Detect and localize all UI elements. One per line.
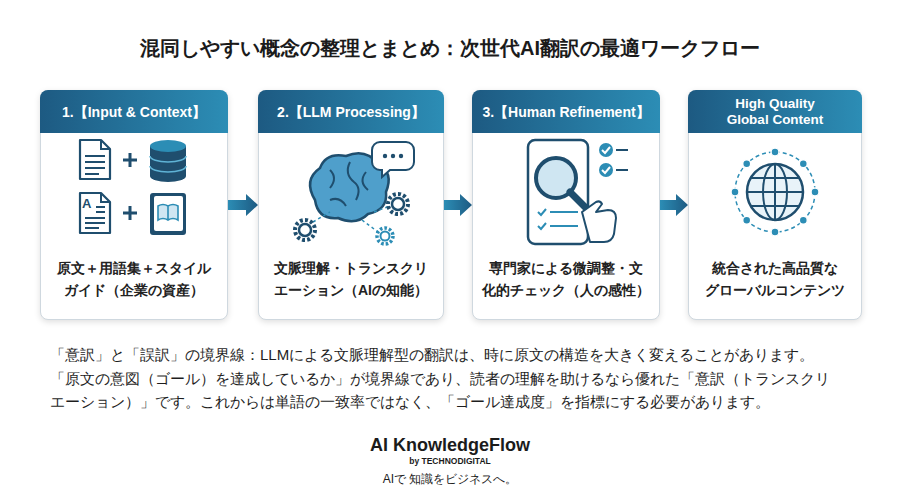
book-icon [150, 193, 186, 235]
flow-arrow [444, 194, 472, 216]
explanatory-note: 「意訳」と「誤訳」の境界線：LLMによる文脈理解型の翻訳は、時に原文の構造を大き… [50, 343, 850, 414]
brain-icon [310, 153, 389, 221]
flow-arrow [228, 194, 258, 216]
flow-arrow [660, 194, 688, 216]
process-card: 2.【LLM Processing】文脈理解・トランスクリ エーション（AIの知… [258, 90, 444, 320]
magnifier-icon [536, 158, 588, 210]
speech-bubble-icon [372, 142, 414, 177]
card-heading: 1.【Input & Context】 [40, 90, 228, 133]
gear-icon [295, 194, 408, 244]
card-text: 統合された高品質な グローバルコンテンツ [693, 257, 857, 301]
document-icon [80, 140, 110, 179]
plus-symbol [123, 206, 137, 220]
globe-icon [731, 148, 819, 236]
card-heading: 3.【Human Refinement】 [472, 90, 660, 133]
hand-icon [582, 201, 616, 242]
plus-symbol [123, 153, 137, 167]
process-card: 1.【Input & Context】原文＋用語集＋スタイル ガイド（企業の資産… [40, 90, 228, 320]
card-text: 専門家による微調整・文 化的チェック（人の感性） [477, 257, 655, 301]
database-icon [150, 140, 186, 182]
card-text: 原文＋用語集＋スタイル ガイド（企業の資産） [45, 257, 223, 301]
card-text: 文脈理解・トランスクリ エーション（AIの知能） [263, 257, 439, 301]
footer-text: AI KnowledgeFlow [0, 434, 900, 456]
icon-letter: A [82, 196, 96, 211]
process-card: 3.【Human Refinement】専門家による微調整・文 化的チェック（人… [472, 90, 660, 320]
document-icon [80, 193, 110, 233]
process-card: High Quality Global Content 統合された高品質な グロー… [688, 90, 862, 320]
diagram-title: 混同しやすい概念の整理とまとめ：次世代AI翻訳の最適ワークフロー [0, 36, 900, 60]
card-heading: 2.【LLM Processing】 [258, 90, 444, 133]
card-heading: High Quality Global Content [688, 90, 862, 133]
check-icon [599, 143, 628, 177]
tablet-icon [528, 140, 588, 244]
footer-text: by TECHNODIGITAL [0, 456, 900, 466]
footer-text: AIで 知識をビジネスへ。 [0, 471, 900, 487]
